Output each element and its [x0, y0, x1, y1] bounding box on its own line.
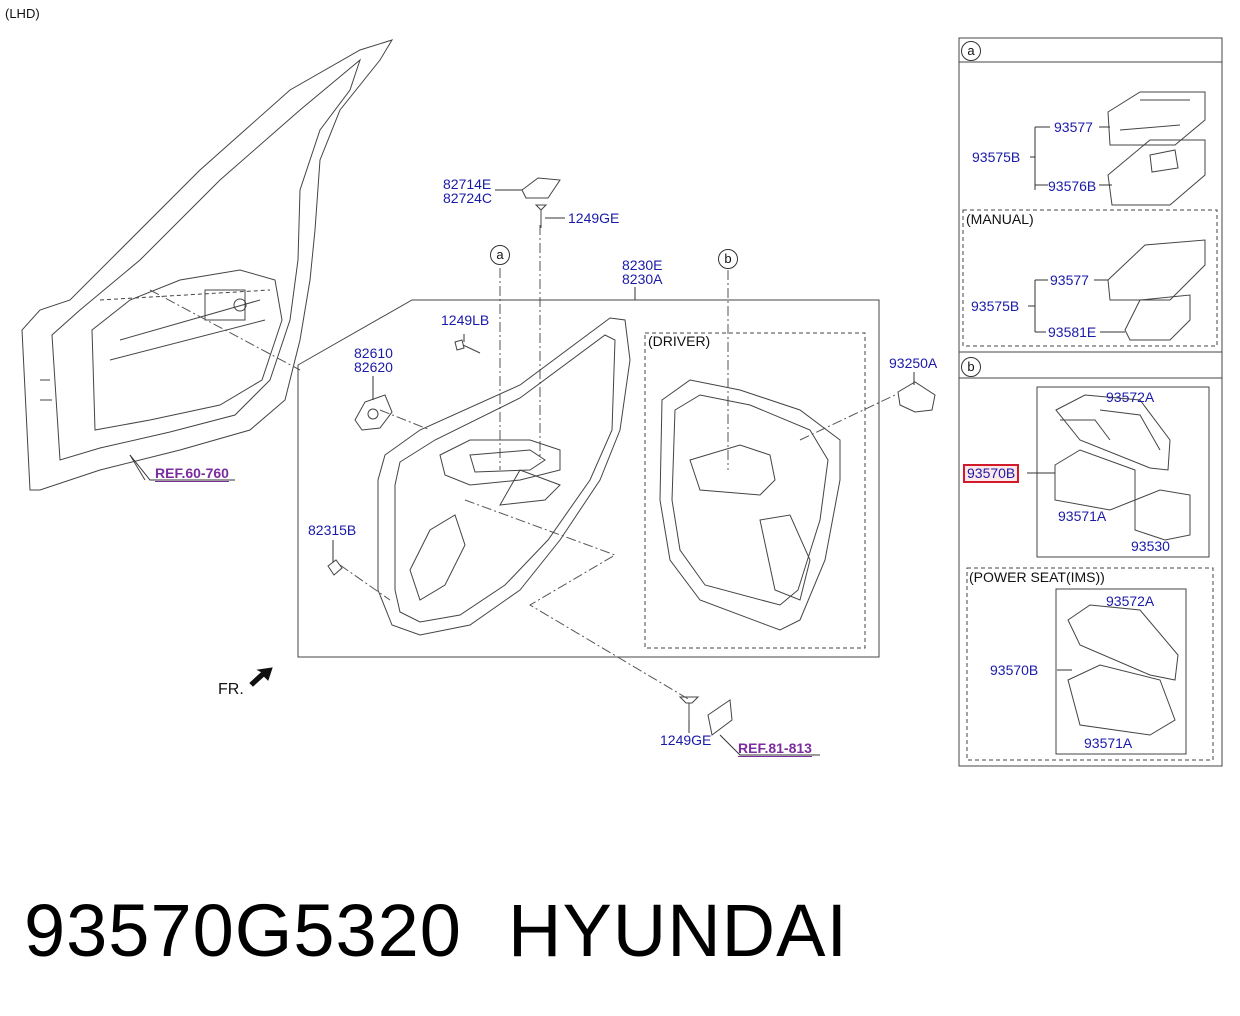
part-label-93530[interactable]: 93530	[1131, 538, 1170, 554]
part-label-82610[interactable]: 82610	[354, 345, 393, 361]
driver-label: (DRIVER)	[648, 333, 711, 349]
small-parts	[327, 177, 936, 736]
fr-arrow	[249, 667, 273, 687]
brand-title: HYUNDAI	[508, 889, 849, 972]
part-label-82724C[interactable]: 82724C	[443, 190, 493, 206]
part-label-93571A[interactable]: 93571A	[1058, 508, 1107, 524]
part-label-93577-manual[interactable]: 93577	[1050, 272, 1089, 288]
part-number-title: 93570G5320	[24, 889, 462, 972]
part-label-82714E[interactable]: 82714E	[443, 176, 492, 192]
door-trim-panel	[377, 317, 631, 636]
ref-60-760-link[interactable]: REF.60-760	[155, 465, 229, 481]
manual-section-title: (MANUAL)	[966, 211, 1034, 227]
trim-frame	[297, 299, 880, 658]
panel-a-switches	[1107, 91, 1206, 341]
part-label-93576B[interactable]: 93576B	[1048, 178, 1097, 194]
panel-b-circle: b	[961, 357, 981, 377]
part-label-93575B[interactable]: 93575B	[972, 149, 1021, 165]
panel-b-switches	[1054, 394, 1191, 736]
part-label-1249GE-top[interactable]: 1249GE	[568, 210, 620, 226]
part-label-1249LB[interactable]: 1249LB	[441, 312, 490, 328]
callout-b-circle[interactable]: b	[718, 249, 738, 269]
part-label-82620[interactable]: 82620	[354, 359, 393, 375]
part-label-8230E[interactable]: 8230E	[622, 257, 663, 273]
parts-diagram: (LHD) 82714E 82724C 1249GE 8230E 8230A 1…	[5, 6, 1223, 767]
part-label-93571A-ims[interactable]: 93571A	[1084, 735, 1133, 751]
ims-section-title: (POWER SEAT(IMS))	[969, 569, 1105, 585]
part-label-93581E[interactable]: 93581E	[1048, 324, 1097, 340]
variant-label: (LHD)	[5, 6, 40, 21]
part-label-93572A[interactable]: 93572A	[1106, 389, 1155, 405]
part-label-93250A[interactable]: 93250A	[889, 355, 938, 371]
panel-a-circle: a	[961, 41, 981, 61]
part-label-1249GE-bottom[interactable]: 1249GE	[660, 732, 712, 748]
diagram-drawing	[21, 37, 1223, 767]
part-label-93577[interactable]: 93577	[1054, 119, 1093, 135]
driver-trim-panel	[659, 379, 841, 631]
door-frame-drawing	[21, 39, 394, 491]
part-label-93570B-ims[interactable]: 93570B	[990, 662, 1039, 678]
part-label-82315B[interactable]: 82315B	[308, 522, 357, 538]
front-direction-label: FR.	[218, 681, 244, 698]
part-label-93570B-highlighted[interactable]: 93570B	[963, 464, 1020, 483]
ref-81-813-link[interactable]: REF.81-813	[738, 740, 812, 756]
part-label-93572A-ims[interactable]: 93572A	[1106, 593, 1155, 609]
part-label-8230A[interactable]: 8230A	[622, 271, 663, 287]
part-label-93575B-manual[interactable]: 93575B	[971, 298, 1020, 314]
callout-a-circle[interactable]: a	[490, 245, 510, 265]
